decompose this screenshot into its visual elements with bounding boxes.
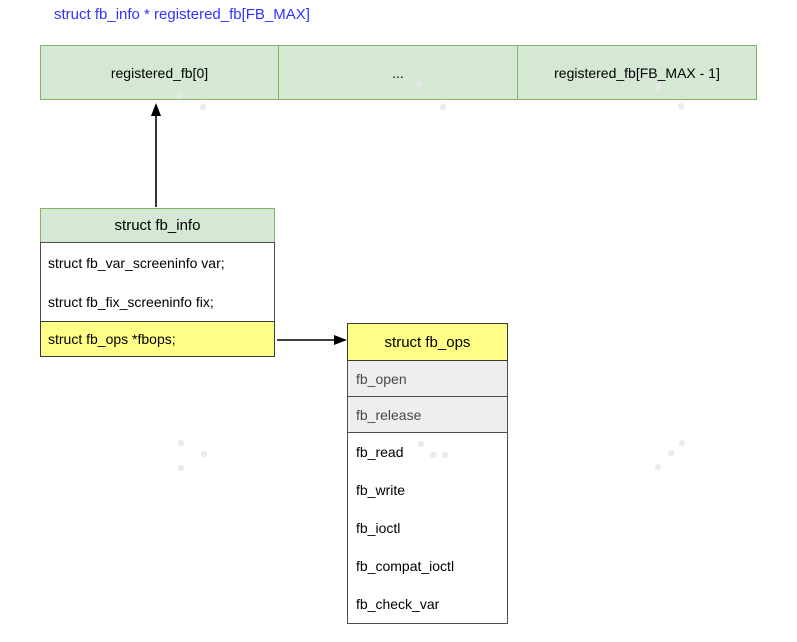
fb-ops-row-fb-open: fb_open [348,361,507,397]
fb-ops-function-list: fb_read fb_write fb_ioctl fb_compat_ioct… [348,433,507,623]
array-cell-ellipsis: ... [278,45,518,100]
struct-fb-info-box: struct fb_info struct fb_var_screeninfo … [40,208,275,357]
struct-fb-info-fields: struct fb_var_screeninfo var; struct fb_… [40,242,275,322]
fb-ops-row-fb-write: fb_write [356,482,406,498]
field-var-screeninfo: struct fb_var_screeninfo var; [48,254,225,271]
struct-fb-ops-header: struct fb_ops [347,323,508,361]
fb-ops-row-fb-ioctl: fb_ioctl [356,520,401,536]
registered-fb-array: registered_fb[0] ... registered_fb[FB_MA… [40,45,758,100]
arrow-fbops-field-to-fbops [277,335,347,345]
struct-fb-info-header: struct fb_info [40,208,275,243]
fb-ops-row-fb-release: fb_release [348,397,507,433]
diagram-title: struct fb_info * registered_fb[FB_MAX] [54,6,310,23]
field-fbops-highlighted: struct fb_ops *fbops; [40,321,275,357]
fb-ops-row-fb-check-var: fb_check_var [356,596,440,612]
fb-ops-row-fb-read: fb_read [356,444,404,460]
fb-ops-row-fb-compat-ioctl: fb_compat_ioctl [356,558,455,574]
arrow-fbinfo-to-array [151,103,161,207]
array-cell-registered-fb-0: registered_fb[0] [40,45,279,100]
field-fix-screeninfo: struct fb_fix_screeninfo fix; [48,293,214,310]
array-cell-registered-fb-max-1: registered_fb[FB_MAX - 1] [517,45,757,100]
struct-fb-ops-box: struct fb_ops fb_open fb_release fb_read… [347,323,508,624]
